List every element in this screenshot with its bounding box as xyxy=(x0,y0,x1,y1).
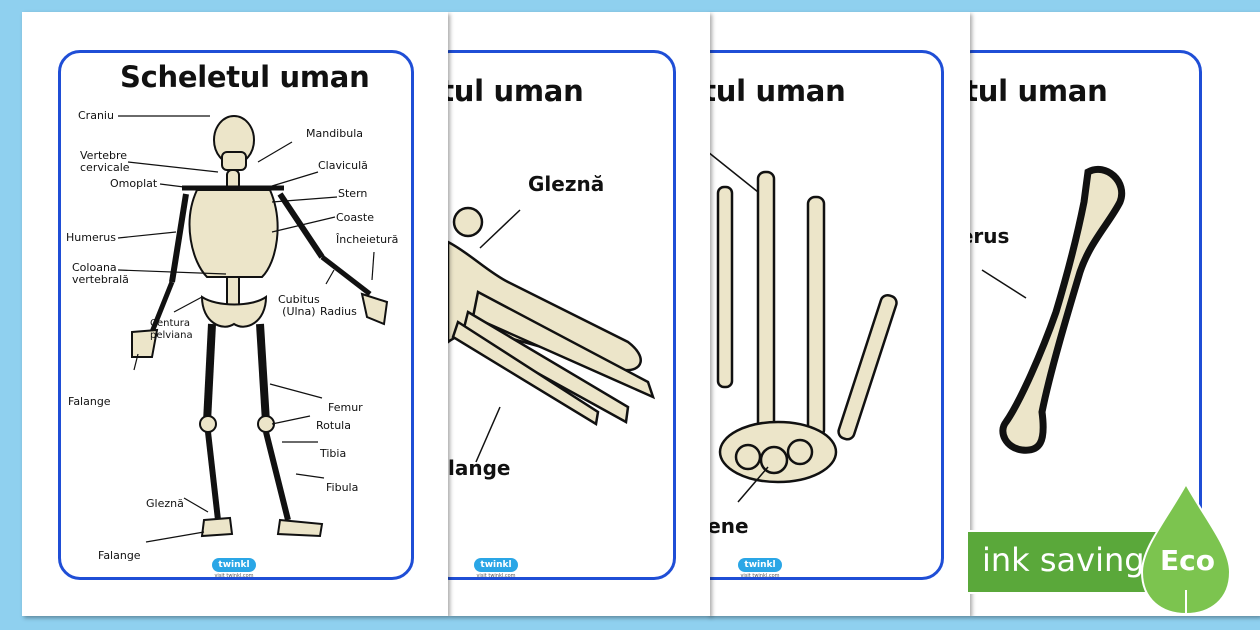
pointer-line xyxy=(981,269,1027,299)
label-falange-hand: Falange xyxy=(68,395,111,408)
label-rotula: Rotula xyxy=(316,419,351,432)
label-humerus: Humerus xyxy=(970,224,1010,248)
poster-frame xyxy=(970,50,1202,580)
label-incheietura: Încheietură xyxy=(336,233,399,246)
poster-sheet-skeleton: Scheletul uman xyxy=(22,12,448,616)
poster-title: Scheletul uman xyxy=(708,74,846,108)
eco-tag: Eco xyxy=(1160,544,1215,577)
poster-title: Scheletul uman xyxy=(448,74,584,108)
skeleton-illustration xyxy=(117,115,389,543)
ink-saving-text: ink saving xyxy=(982,541,1145,579)
label-tibia: Tibia xyxy=(320,447,347,460)
label-stern: Stern xyxy=(338,187,368,200)
foot-illustration xyxy=(448,206,656,463)
label-vertebre: Vertebre cervicale xyxy=(80,149,130,174)
poster-sheet-humerus: Scheletul uman Humerus xyxy=(970,12,1260,616)
label-glezna: Gleznă xyxy=(146,497,184,510)
label-fibula: Fibula xyxy=(326,481,359,494)
pointer-line xyxy=(737,466,769,503)
hand-illustration xyxy=(708,151,898,503)
poster-title: Scheletul uman xyxy=(120,60,370,94)
pointer-line xyxy=(479,209,521,249)
label-mandibula: Mandibula xyxy=(306,127,363,140)
poster-title: Scheletul uman xyxy=(970,74,1108,108)
label-humerus: Humerus xyxy=(66,231,116,244)
label-falange-foot: Falange xyxy=(98,549,141,562)
label-radius: Radius xyxy=(320,305,357,318)
label-femur: Femur xyxy=(328,401,363,414)
label-coaste: Coaste xyxy=(336,211,374,224)
humerus-bone xyxy=(999,165,1126,454)
label-clavicula: Claviculă xyxy=(318,159,368,172)
pointer-line xyxy=(708,151,759,193)
label-omoplat: Omoplat xyxy=(110,177,158,190)
label-centura: Centura pelviana xyxy=(150,318,193,341)
label-carpiene: Carpiene xyxy=(708,514,749,538)
label-cubitus: Cubitus (Ulna) xyxy=(278,293,320,318)
label-falange: Falange xyxy=(448,456,511,480)
poster-sheet-foot: Scheletul uman Gleznă Falange twinklvisi… xyxy=(448,12,710,616)
pointer-line xyxy=(475,406,501,463)
label-coloana: Coloana vertebrală xyxy=(72,261,129,286)
label-craniu: Craniu xyxy=(78,109,114,122)
ink-saving-banner xyxy=(966,530,1166,594)
humerus-illustration xyxy=(981,165,1126,454)
label-glezna: Gleznă xyxy=(528,172,605,196)
